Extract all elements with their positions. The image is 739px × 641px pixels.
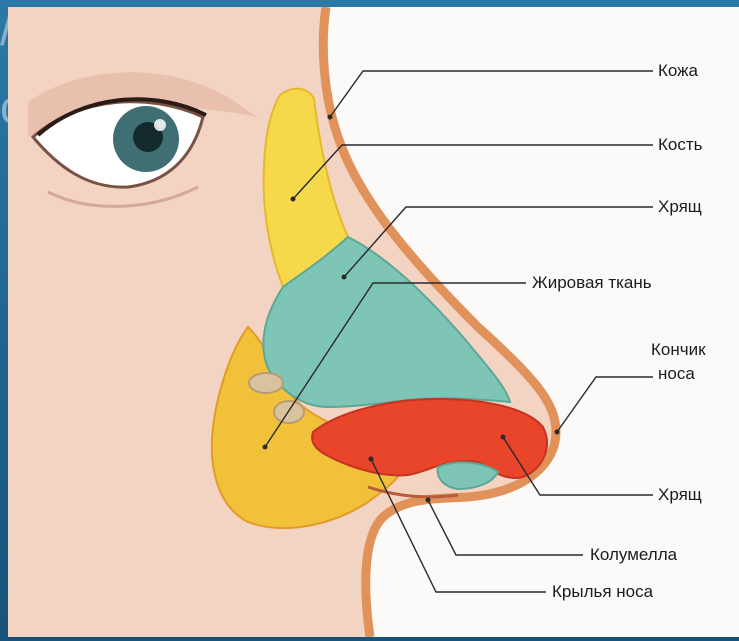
diagram-canvas: Кожа Кость Хрящ Жировая ткань Кончик нос…: [8, 7, 739, 637]
label-columella: Колумелла: [590, 545, 678, 564]
leader-dot: [369, 457, 374, 462]
label-skin: Кожа: [658, 61, 699, 80]
leader-dot: [342, 275, 347, 280]
fat-lobule-icon: [249, 373, 283, 393]
leader-dot: [291, 197, 296, 202]
eye-highlight-icon: [154, 119, 166, 131]
label-nose-wings: Крылья носа: [552, 582, 654, 601]
label-bone: Кость: [658, 135, 703, 154]
label-fat-tissue: Жировая ткань: [532, 273, 652, 292]
fat-lobule-icon: [274, 401, 304, 423]
nose-anatomy-diagram: Кожа Кость Хрящ Жировая ткань Кончик нос…: [8, 7, 739, 637]
label-tip-line2: носа: [658, 364, 695, 383]
label-lower-cartilage: Хрящ: [658, 485, 702, 504]
leader-dot: [328, 115, 333, 120]
leader-dot: [555, 430, 560, 435]
leader-dot: [501, 435, 506, 440]
leader-dot: [426, 498, 431, 503]
leader-dot: [263, 445, 268, 450]
label-tip-line1: Кончик: [651, 340, 706, 359]
label-upper-cartilage: Хрящ: [658, 197, 702, 216]
